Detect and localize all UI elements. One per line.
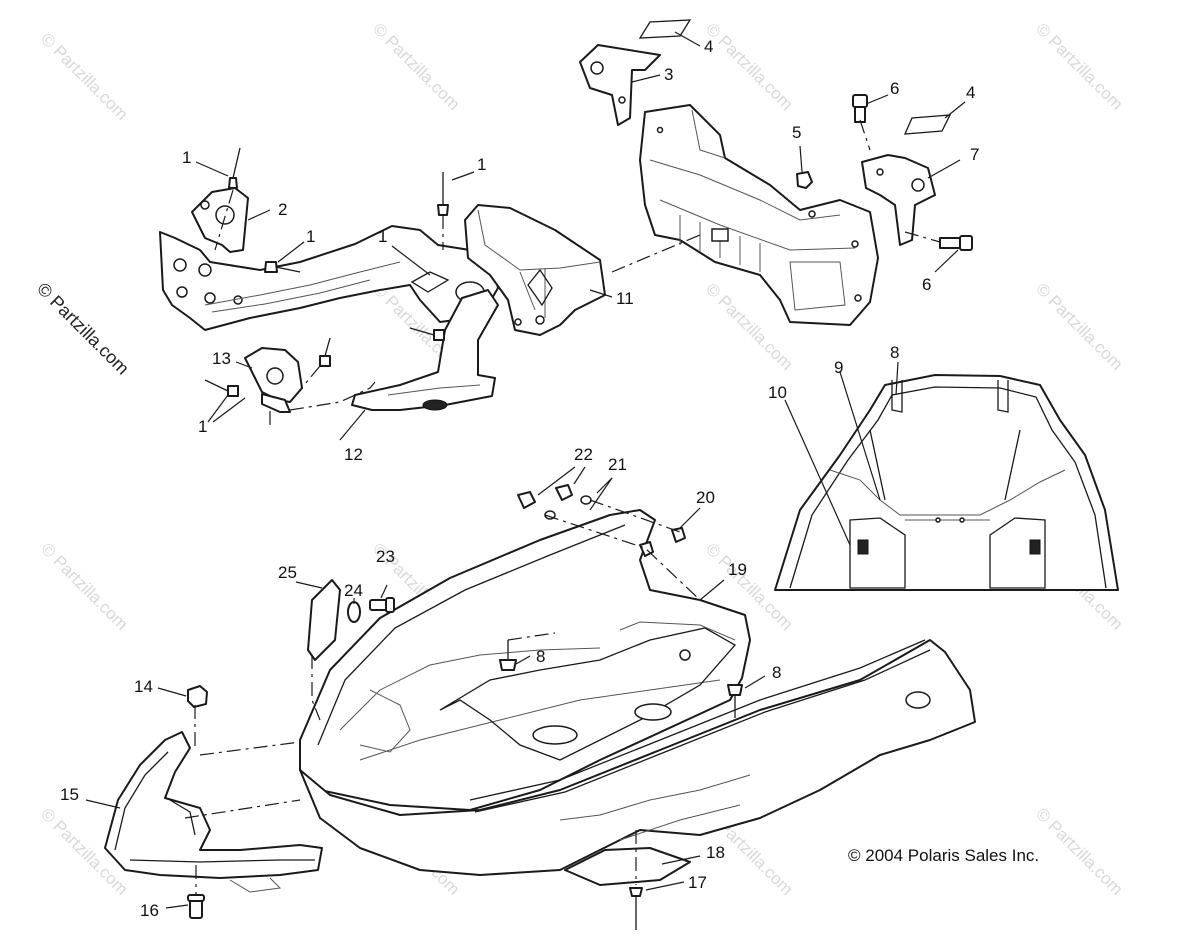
watermark: © Partzilla.com <box>1032 279 1126 373</box>
callout-8: 8 <box>536 647 545 666</box>
callout-1: 1 <box>198 417 207 436</box>
callout-1: 1 <box>306 227 315 246</box>
part-11-bracket <box>464 204 606 336</box>
callout-17: 17 <box>688 873 707 892</box>
watermark: © Partzilla.com <box>702 19 796 113</box>
part-17-rivet <box>629 887 643 930</box>
watermark: © Partzilla.com <box>1032 19 1126 113</box>
callout-8: 8 <box>772 663 781 682</box>
callout-23: 23 <box>376 547 395 566</box>
part-22-bolts <box>517 484 573 509</box>
callout-3: 3 <box>664 65 673 84</box>
callout-1: 1 <box>182 148 191 167</box>
callout-4: 4 <box>704 37 713 56</box>
callout-24: 24 <box>344 581 363 600</box>
part-18-pad <box>564 847 691 886</box>
callout-labels: 1 2 1 1 1 1 13 12 11 3 4 5 6 4 7 6 8 9 1… <box>60 37 979 920</box>
assembly-lines <box>184 119 941 895</box>
part-6-bolt-top <box>852 94 868 123</box>
part-crossmember <box>639 104 879 326</box>
callout-22: 22 <box>574 445 593 464</box>
part-13-plate <box>244 347 303 413</box>
callout-1: 1 <box>378 227 387 246</box>
part-23-screw <box>369 597 395 613</box>
part-5-nut <box>796 171 813 189</box>
callout-25: 25 <box>278 563 297 582</box>
part-3-bracket <box>579 44 661 126</box>
callout-4: 4 <box>966 83 975 102</box>
callout-18: 18 <box>706 843 725 862</box>
callout-7: 7 <box>970 145 979 164</box>
watermark: © Partzilla.com <box>369 19 463 113</box>
callout-2: 2 <box>278 200 287 219</box>
callout-11: 11 <box>616 289 634 308</box>
leader-lines <box>85 31 966 909</box>
callout-19: 19 <box>728 560 747 579</box>
inset-hood-rear-view <box>774 374 1119 591</box>
part-7-bracket <box>861 154 936 246</box>
callout-15: 15 <box>60 785 79 804</box>
part-25-flap <box>307 579 341 661</box>
part-side-panel <box>299 639 976 876</box>
part-6-bolt-side <box>939 235 973 251</box>
watermark: © Partzilla.com <box>1032 804 1126 898</box>
part-8-bolt-left <box>499 640 517 671</box>
part-8-bolt-right <box>727 684 743 718</box>
callout-14: 14 <box>134 677 153 696</box>
part-24-washer <box>347 601 361 623</box>
callout-6: 6 <box>922 275 931 294</box>
watermark-dark: © Partzilla.com <box>33 279 133 379</box>
part-4-label-top <box>638 19 692 39</box>
part-2-plate <box>191 187 249 253</box>
callout-8: 8 <box>890 343 899 362</box>
watermark: © Partzilla.com <box>37 539 131 633</box>
callout-9: 9 <box>834 358 843 377</box>
callout-1: 1 <box>477 155 486 174</box>
part-15-bumper <box>104 731 323 893</box>
watermark: © Partzilla.com <box>37 29 131 123</box>
callout-16: 16 <box>140 901 159 920</box>
callout-6: 6 <box>890 79 899 98</box>
part-21-washers <box>544 495 592 520</box>
part-16-bolt <box>187 894 205 919</box>
part-1-rivets <box>204 147 449 397</box>
part-19-hood <box>299 509 751 811</box>
callout-5: 5 <box>792 123 801 142</box>
callout-21: 21 <box>608 455 627 474</box>
part-steering-frame <box>159 225 499 331</box>
callout-13: 13 <box>212 349 231 368</box>
part-4-label-right <box>903 114 952 135</box>
callout-12: 12 <box>344 445 363 464</box>
part-14-nut <box>187 685 208 708</box>
callout-20: 20 <box>696 488 715 507</box>
part-12-bracket <box>351 289 499 411</box>
callout-10: 10 <box>768 383 787 402</box>
copyright-notice: © 2004 Polaris Sales Inc. <box>848 846 1039 865</box>
